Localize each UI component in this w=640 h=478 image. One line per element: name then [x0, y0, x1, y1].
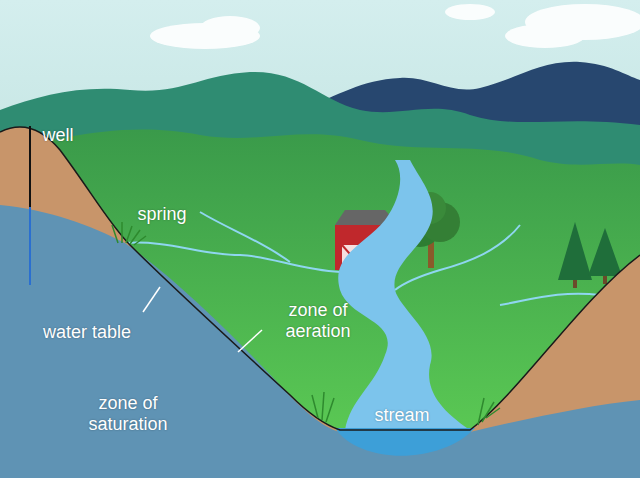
well-label: well: [33, 125, 83, 146]
aeration-zone-label: zone of aeration: [262, 300, 374, 342]
stream-label: stream: [358, 405, 446, 426]
water-table-label: water table: [22, 322, 152, 343]
spring-label: spring: [126, 204, 198, 225]
saturation-zone-label: zone of saturation: [70, 393, 186, 435]
